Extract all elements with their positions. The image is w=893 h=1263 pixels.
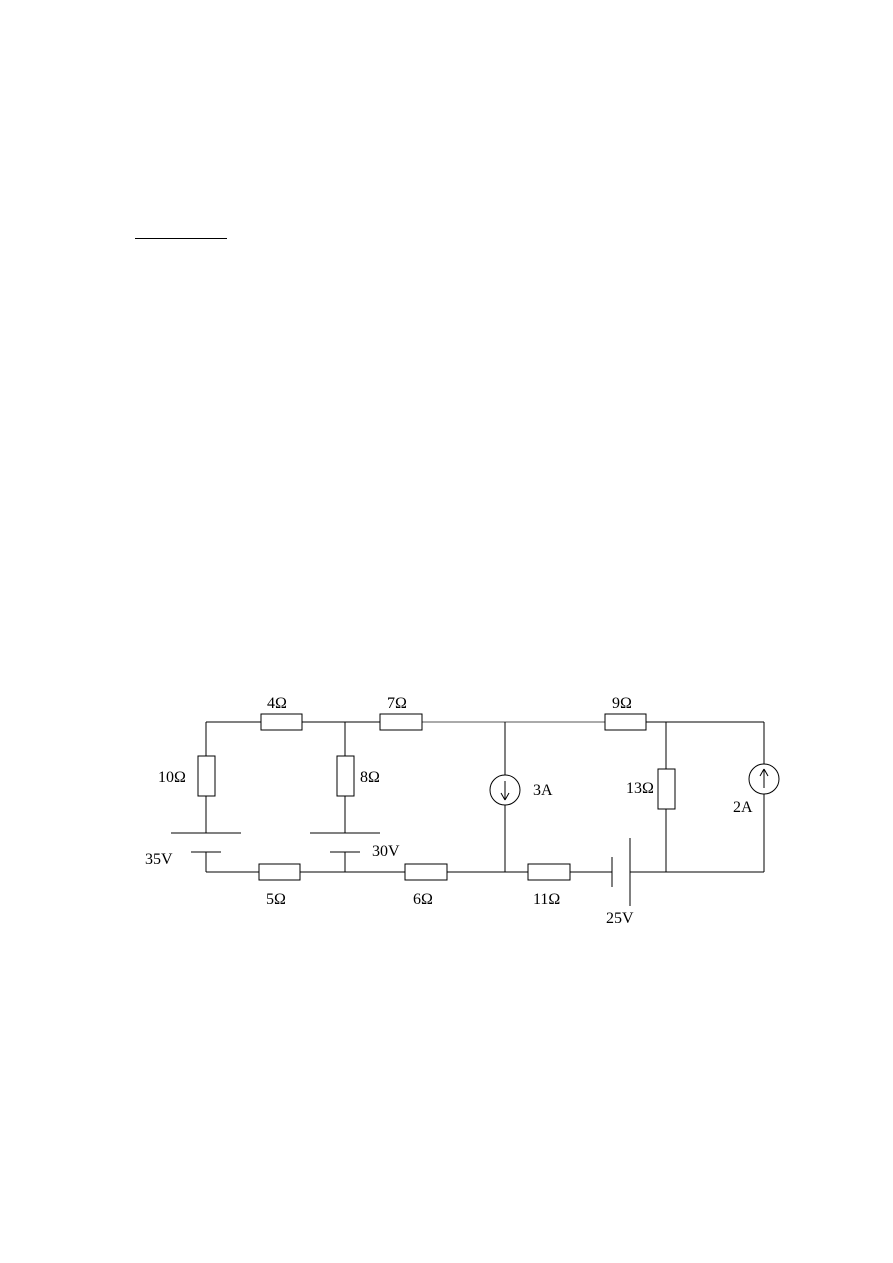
label-11-ohm: 11Ω [533, 891, 560, 908]
label-4-ohm: 4Ω [267, 695, 287, 712]
resistor-9-ohm [604, 713, 647, 731]
label-10-ohm: 10Ω [158, 769, 186, 786]
label-30-volt: 30V [372, 843, 400, 860]
label-8-ohm: 8Ω [360, 769, 380, 786]
label-7-ohm: 7Ω [387, 695, 407, 712]
label-6-ohm: 6Ω [413, 891, 433, 908]
arrow-up-icon [759, 768, 765, 777]
resistor-10-ohm [197, 755, 216, 797]
label-9-ohm: 9Ω [612, 695, 632, 712]
arrow-up-icon [763, 768, 769, 777]
label-13-ohm: 13Ω [626, 780, 654, 797]
arrow-down-icon [500, 792, 506, 801]
resistor-5-ohm [258, 863, 301, 881]
resistor-8-ohm [336, 755, 355, 797]
label-25-volt: 25V [606, 910, 634, 927]
resistor-7-ohm [379, 713, 423, 731]
resistor-4-ohm [260, 713, 303, 731]
label-2-amp: 2A [733, 799, 753, 816]
label-5-ohm: 5Ω [266, 891, 286, 908]
resistor-11-ohm [527, 863, 571, 881]
resistor-6-ohm [404, 863, 448, 881]
resistor-13-ohm [657, 768, 676, 810]
heading-underline [135, 238, 227, 239]
label-3-amp: 3A [533, 782, 553, 799]
arrow-down-icon [504, 792, 510, 801]
label-35-volt: 35V [145, 851, 173, 868]
